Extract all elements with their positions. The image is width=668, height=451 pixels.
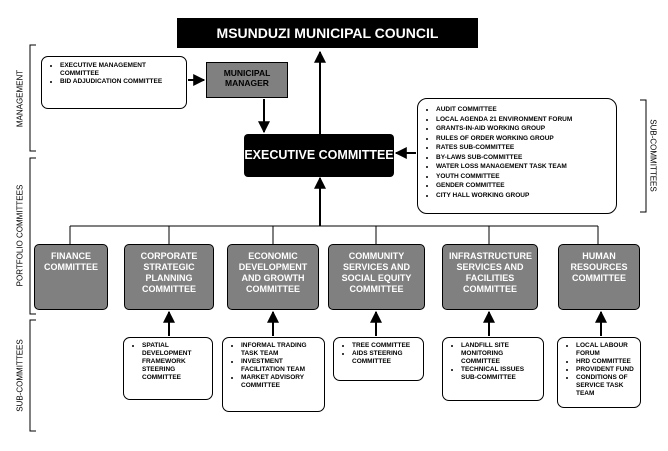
subcommittee-item: AIDS STEERING COMMITTEE (352, 350, 419, 366)
portfolio-bracket (29, 157, 36, 315)
committee-label: ECONOMIC DEVELOPMENT AND GROWTH COMMITTE… (238, 251, 308, 294)
management-note-item: EXECUTIVE MANAGEMENT COMMITTEE (60, 62, 182, 78)
subcommittees-infrastructure: LANDFILL SITE MONITORING COMMITTEE TECHN… (442, 337, 544, 401)
subcommittee-item: INVESTMENT FACILITATION TEAM (241, 358, 320, 374)
exec-subcommittee-item: WATER LOSS MANAGEMENT TASK TEAM (436, 162, 612, 172)
subcommittees-corporate: SPATIAL DEVELOPMENT FRAMEWORK STEERING C… (123, 337, 213, 400)
management-note-item: BID ADJUDICATION COMMITTEE (60, 78, 182, 86)
committee-label: HUMAN RESOURCES COMMITTEE (570, 251, 628, 283)
council-title: MSUNDUZI MUNICIPAL COUNCIL (216, 25, 439, 41)
side-label-sub-left: SUB-COMMITTEES (15, 339, 25, 412)
exec-subcommittee-item: AUDIT COMMITTEE (436, 105, 612, 115)
committee-infrastructure: INFRASTRUCTURE SERVICES AND FACILITIES C… (442, 244, 538, 310)
committee-economic: ECONOMIC DEVELOPMENT AND GROWTH COMMITTE… (227, 244, 319, 310)
committee-human-resources: HUMAN RESOURCES COMMITTEE (558, 244, 640, 310)
committee-label: CORPORATE STRATEGIC PLANNING COMMITTEE (140, 251, 198, 294)
subcommittee-item: LANDFILL SITE MONITORING COMMITTEE (461, 342, 539, 366)
exec-subcommittee-item: GRANTS-IN-AID WORKING GROUP (436, 124, 612, 134)
subcommittee-item: CONDITIONS OF SERVICE TASK TEAM (576, 374, 636, 398)
sub-right-bracket (640, 99, 647, 213)
subcommittee-item: HRD COMMITTEE (576, 358, 636, 366)
committee-label: FINANCE COMMITTEE (44, 251, 98, 272)
exec-subcommittee-item: YOUTH COMMITTEE (436, 172, 612, 182)
committee-label: INFRASTRUCTURE SERVICES AND FACILITIES C… (449, 251, 532, 294)
municipal-manager-label: MUNICIPAL MANAGER (223, 68, 271, 88)
exec-subcommittee-item: GENDER COMMITTEE (436, 181, 612, 191)
subcommittees-human-resources: LOCAL LABOUR FORUM HRD COMMITTEE PROVIDE… (557, 337, 641, 408)
subcommittee-item: TREE COMMITTEE (352, 342, 419, 350)
subcommittee-item: INFORMAL TRADING TASK TEAM (241, 342, 320, 358)
subcommittees-economic: INFORMAL TRADING TASK TEAM INVESTMENT FA… (222, 337, 325, 412)
council-box: MSUNDUZI MUNICIPAL COUNCIL (177, 18, 478, 48)
committee-finance: FINANCE COMMITTEE (34, 244, 108, 310)
subcommittee-item: SPATIAL DEVELOPMENT FRAMEWORK STEERING C… (142, 342, 208, 382)
exec-subcommittee-list: AUDIT COMMITTEE LOCAL AGENDA 21 ENVIRONM… (417, 98, 617, 214)
subcommittee-item: PROVIDENT FUND (576, 366, 636, 374)
management-bracket (29, 44, 36, 152)
subcommittees-community: TREE COMMITTEE AIDS STEERING COMMITTEE (333, 337, 424, 381)
exec-subcommittee-item: RULES OF ORDER WORKING GROUP (436, 134, 612, 144)
committee-community: COMMUNITY SERVICES AND SOCIAL EQUITY COM… (328, 244, 425, 310)
committee-label: COMMUNITY SERVICES AND SOCIAL EQUITY COM… (341, 251, 412, 294)
management-note: EXECUTIVE MANAGEMENT COMMITTEE BID ADJUD… (41, 56, 187, 109)
executive-committee-box: EXECUTIVE COMMITTEE (244, 134, 394, 177)
exec-subcommittee-item: LOCAL AGENDA 21 ENVIRONMENT FORUM (436, 115, 612, 125)
committee-corporate: CORPORATE STRATEGIC PLANNING COMMITTEE (124, 244, 214, 310)
subcommittee-item: MARKET ADVISORY COMMITTEE (241, 374, 320, 390)
side-label-portfolio: PORTFOLIO COMMITTEES (15, 184, 25, 287)
exec-subcommittee-item: RATES SUB-COMMITTEE (436, 143, 612, 153)
exec-subcommittee-item: CITY HALL WORKING GROUP (436, 191, 612, 201)
subcommittee-item: TECHNICAL ISSUES SUB-COMMITTEE (461, 366, 539, 382)
municipal-manager-box: MUNICIPAL MANAGER (206, 62, 288, 98)
subcommittee-item: LOCAL LABOUR FORUM (576, 342, 636, 358)
sub-left-bracket (29, 319, 36, 432)
exec-subcommittee-item: BY-LAWS SUB-COMMITTEE (436, 153, 612, 163)
side-label-sub-right: SUB-COMMITTEES (648, 119, 658, 192)
side-label-management: MANAGEMENT (15, 69, 25, 128)
executive-committee-label: EXECUTIVE COMMITTEE (244, 148, 394, 162)
